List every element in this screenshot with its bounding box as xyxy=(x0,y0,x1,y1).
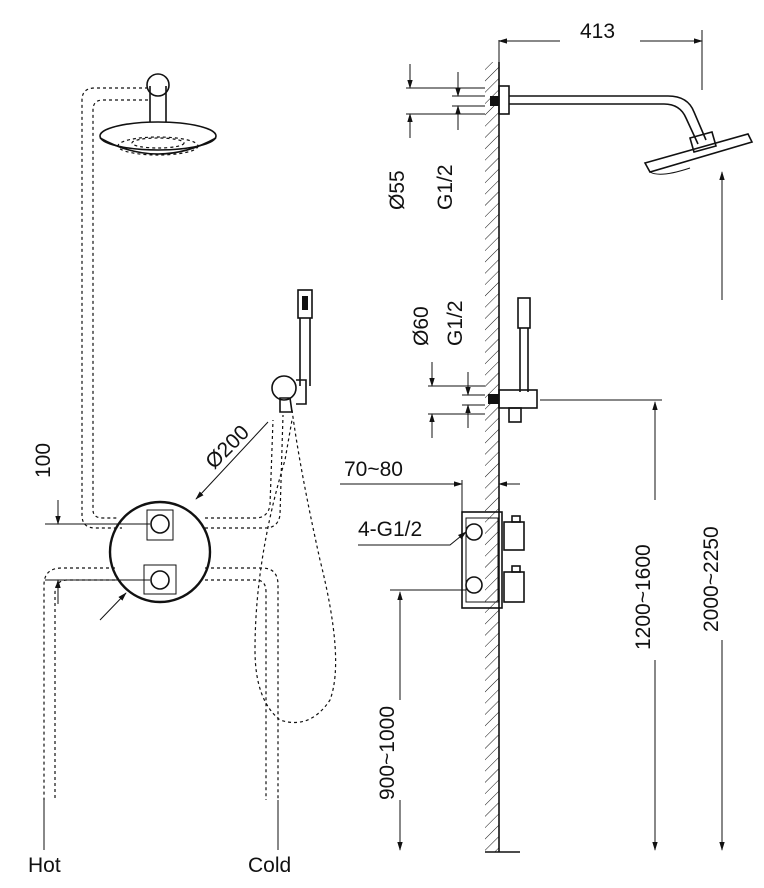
front-riser-pipe xyxy=(81,87,148,529)
dim-plate-diameter: Ø200 xyxy=(99,421,269,621)
valve-plate xyxy=(108,500,212,604)
supply-pipes xyxy=(43,414,284,800)
side-shower-arm xyxy=(490,85,754,175)
dim-4-g12: 4-G1/2 xyxy=(358,518,467,546)
flange-diameter-label: Ø55 xyxy=(386,170,409,210)
front-shower-head xyxy=(99,73,217,156)
head-height-label: 2000~2250 xyxy=(700,526,723,632)
hot-label: Hot xyxy=(28,854,61,877)
valve-height-label: 900~1000 xyxy=(376,706,399,800)
dim-flange-60: Ø60 G1/2 xyxy=(410,300,485,438)
arm-thread-label: G1/2 xyxy=(434,164,457,210)
dim-2000-2250: 2000~2250 xyxy=(700,171,725,851)
valve-inlets-label: 4-G1/2 xyxy=(358,518,422,541)
hose xyxy=(254,409,337,724)
front-view: 100 Ø200 Hot Cold xyxy=(28,73,337,877)
dim-100: 100 xyxy=(32,443,150,604)
dim-flange-55: Ø55 G1/2 xyxy=(386,64,485,210)
wall-hatch xyxy=(485,62,499,852)
hot-cold-labels: Hot Cold xyxy=(28,800,291,877)
bracket-height-label: 1200~1600 xyxy=(632,544,655,650)
side-hand-shower xyxy=(488,297,538,423)
valve-spacing-label: 100 xyxy=(32,443,55,478)
bracket-flange-label: Ø60 xyxy=(410,306,433,346)
dim-1200-1600: 1200~1600 xyxy=(540,399,662,851)
wall-line xyxy=(485,62,520,853)
dim-70-80: 70~80 xyxy=(340,458,520,512)
dim-900-1000: 900~1000 xyxy=(376,589,466,851)
side-valve-box xyxy=(461,511,525,609)
bracket-thread-label: G1/2 xyxy=(444,300,467,346)
front-hand-shower xyxy=(271,289,313,413)
dim-413: 413 xyxy=(498,20,703,90)
arm-length-label: 413 xyxy=(580,20,615,43)
valve-depth-label: 70~80 xyxy=(344,458,403,481)
side-view: 413 Ø55 G1/2 Ø60 G1/2 xyxy=(340,20,754,853)
cold-label: Cold xyxy=(248,854,291,877)
